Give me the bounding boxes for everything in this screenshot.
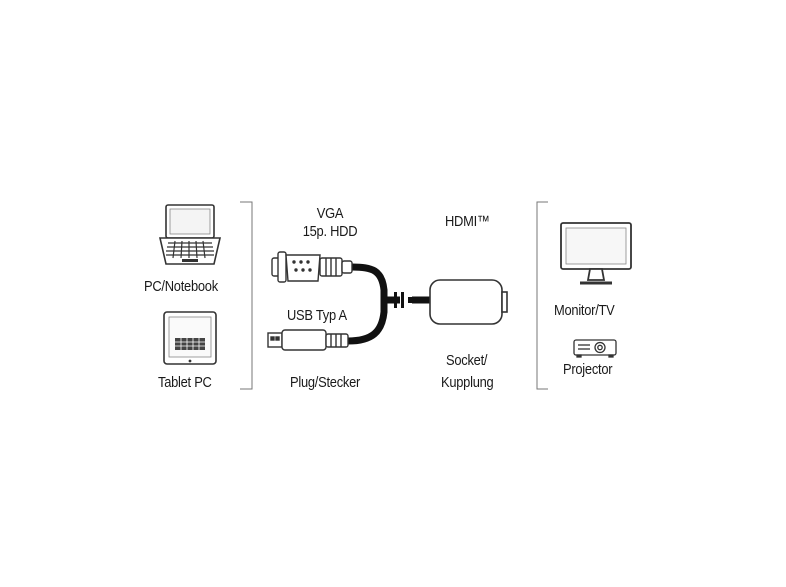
monitor-icon	[560, 222, 632, 285]
plug-label: Plug/Stecker	[290, 374, 361, 391]
laptop-icon	[158, 204, 222, 265]
monitor-label: Monitor/TV	[554, 302, 615, 319]
tablet-icon	[163, 311, 217, 365]
kupplung-label: Kupplung	[441, 374, 494, 391]
projector-icon	[573, 339, 617, 358]
projector-label: Projector	[563, 361, 613, 378]
right-divider	[536, 201, 548, 390]
cable-dashes	[394, 292, 414, 308]
usb-connector-icon	[267, 329, 349, 351]
usb-label: USB Typ A	[287, 307, 347, 324]
vga-connector-icon	[271, 251, 353, 283]
tablet-label: Tablet PC	[158, 374, 212, 391]
vga-label: VGA	[316, 205, 344, 222]
socket-label: Socket/	[446, 352, 488, 369]
y-cable	[344, 263, 388, 345]
pc-notebook-label: PC/Notebook	[144, 278, 218, 295]
hdmi-label: HDMI™	[445, 213, 490, 230]
vga-pins-label: 15p. HDD	[302, 223, 358, 240]
left-divider	[240, 201, 253, 390]
hdmi-adapter-icon	[429, 279, 508, 325]
